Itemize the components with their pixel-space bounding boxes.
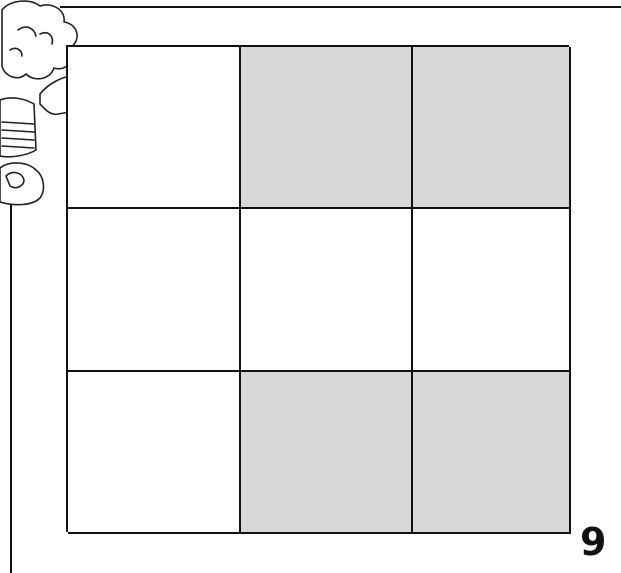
grid-cell bbox=[241, 209, 413, 372]
grid-cell bbox=[68, 47, 241, 209]
grid-cell bbox=[68, 209, 241, 372]
page-number: 9 bbox=[580, 520, 606, 564]
grid-cell-shaded bbox=[413, 47, 571, 209]
three-by-three-grid bbox=[66, 45, 569, 532]
grid-cell-shaded bbox=[241, 372, 413, 534]
top-border-line bbox=[60, 6, 621, 8]
left-border-line bbox=[10, 205, 12, 573]
grid-cell-shaded bbox=[241, 47, 413, 209]
grid-cell bbox=[68, 372, 241, 534]
grid-cell-shaded bbox=[413, 372, 571, 534]
grid-cell bbox=[413, 209, 571, 372]
